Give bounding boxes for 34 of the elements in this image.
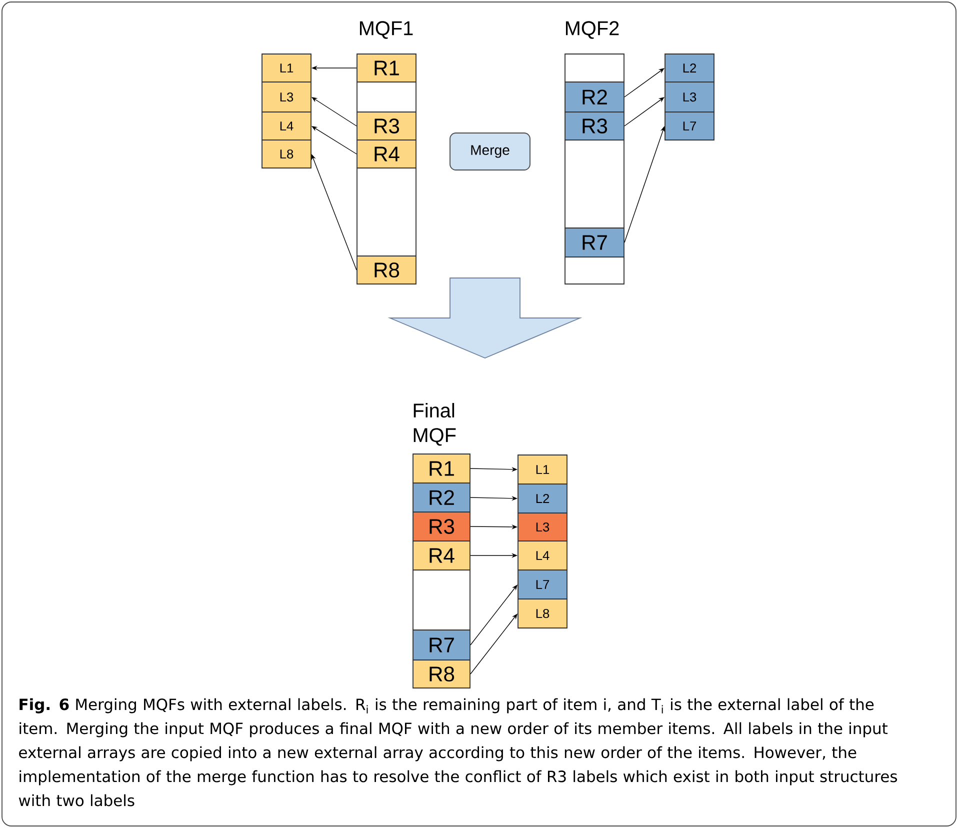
caption: Fig. 6 Merging MQFs with external labels. R$_{i}$ is the remaining part of item i, and T$_{i}$ is the external label of the item. Merging the input MQF produces a final MQF with a new order of its member items. All labels in the input external arrays are copied into a new external array according to this new order of the items. However, the implementation of the merge function has to resolve the conflict of R3 labels which exist in both input structures with two labels bbox=[18, 698, 897, 806]
column-title: Final MQF bbox=[414, 402, 456, 446]
item-cell: R7 bbox=[564, 228, 624, 258]
column-title: MQF1 bbox=[360, 21, 413, 39]
label-cell: L4 bbox=[262, 112, 312, 140]
label-cell: L8 bbox=[262, 140, 312, 168]
item-cell: R3 bbox=[412, 512, 470, 542]
item-cell: R3 bbox=[356, 112, 416, 140]
item-cell: R8 bbox=[412, 660, 470, 688]
item-cell: R1 bbox=[356, 54, 416, 82]
label-cell: L8 bbox=[518, 598, 568, 628]
label-cell: L3 bbox=[262, 82, 312, 112]
empty-cell bbox=[356, 82, 416, 112]
label-cell: L7 bbox=[664, 112, 714, 140]
item-cell: R3 bbox=[564, 112, 624, 140]
label-cell: L2 bbox=[518, 484, 568, 514]
item-cell: R1 bbox=[412, 454, 470, 484]
label-cell: L1 bbox=[518, 454, 568, 484]
label-cell: L3 bbox=[664, 82, 714, 112]
merge-button: Merge bbox=[450, 132, 530, 170]
label-cell: L2 bbox=[664, 54, 714, 82]
item-cell: R4 bbox=[412, 540, 470, 570]
label-cell: L1 bbox=[262, 54, 312, 82]
item-cell: R8 bbox=[356, 256, 416, 284]
item-cell: R7 bbox=[412, 630, 470, 660]
column-title: MQF2 bbox=[566, 21, 619, 39]
label-cell: L3 bbox=[518, 512, 568, 542]
empty-cell bbox=[564, 54, 624, 82]
item-cell: R2 bbox=[564, 82, 624, 112]
label-cell: L4 bbox=[518, 540, 568, 570]
item-cell: R4 bbox=[356, 140, 416, 168]
empty-cell bbox=[564, 256, 624, 284]
item-cell: R2 bbox=[412, 482, 470, 512]
label-cell: L7 bbox=[518, 570, 568, 600]
